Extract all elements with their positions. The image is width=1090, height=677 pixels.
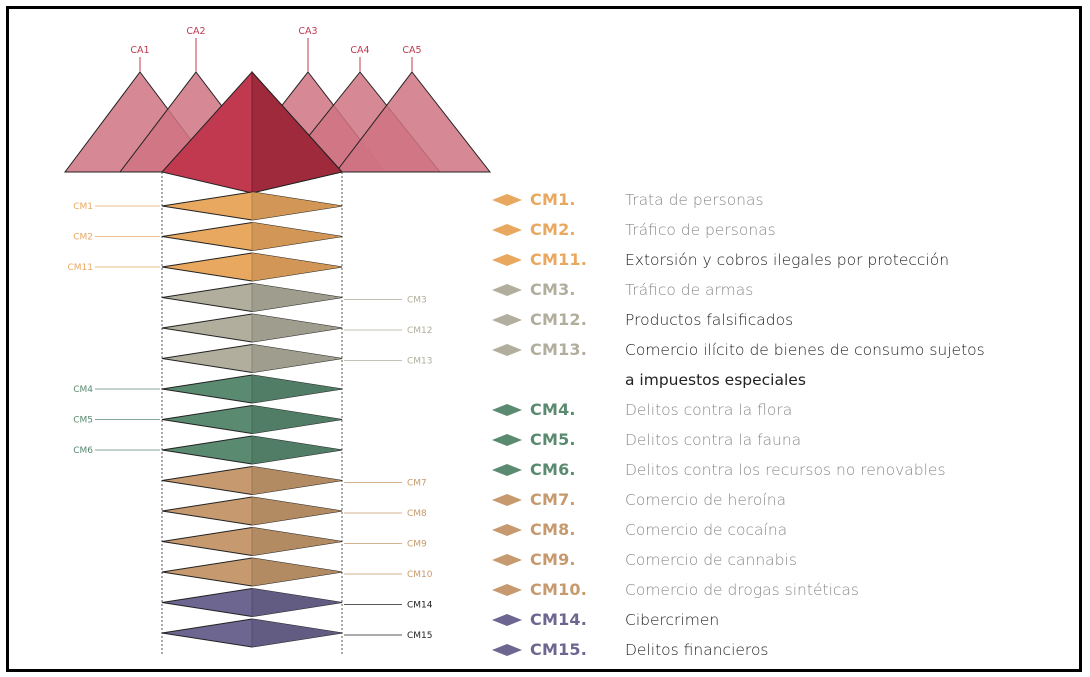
side-label-cm9: CM9: [407, 540, 427, 550]
legend-diamond-icon: [492, 614, 522, 626]
legend-diamond-icon: [492, 554, 522, 566]
legend-diamond-icon: [492, 194, 522, 206]
legend-description: Comercio de cannabis: [625, 551, 797, 569]
legend-diamond-icon: [492, 524, 522, 536]
layer-shade-cm7: [252, 466, 342, 495]
legend-description: Delitos contra los recursos no renovable…: [625, 461, 946, 479]
legend-code: CM12.: [530, 310, 588, 329]
side-label-cm11: CM11: [67, 263, 93, 273]
legend-code: CM3.: [530, 280, 576, 299]
layer-shade-cm5: [252, 405, 342, 434]
legend-diamond-icon: [492, 254, 522, 266]
side-label-cm13: CM13: [407, 357, 433, 367]
legend-description: Comercio de drogas sintéticas: [625, 581, 859, 599]
layer-shade-cm15: [252, 619, 342, 647]
side-label-cm3: CM3: [407, 296, 427, 306]
legend-code: CM15.: [530, 640, 588, 659]
ca-label-4: CA4: [350, 45, 369, 56]
legend-description: Delitos contra la flora: [625, 401, 793, 419]
layer-shade-cm8: [252, 497, 342, 525]
layer-shade-cm6: [252, 436, 342, 464]
layer-shade-cm1: [252, 192, 342, 220]
legend-code: CM5.: [530, 430, 576, 449]
ca-label-1: CA1: [130, 45, 149, 56]
legend-description: Extorsión y cobros ilegales por protecci…: [625, 251, 950, 269]
legend-code: CM8.: [530, 520, 576, 539]
layer-shade-cm4: [252, 375, 342, 403]
ca-label-2: CA2: [186, 26, 205, 37]
ca-label-5: CA5: [402, 45, 421, 56]
layer-shade-cm3: [252, 283, 342, 312]
legend-description: Delitos financieros: [625, 641, 769, 659]
layer-shade-cm13: [252, 344, 342, 373]
legend-description: Cibercrimen: [625, 611, 720, 629]
legend-diamond-icon: [492, 494, 522, 506]
triangle-ca5: [334, 71, 492, 173]
legend-code: CM13.: [530, 340, 588, 359]
ca-label-3: CA3: [298, 26, 317, 37]
layer-shade-cm10: [252, 558, 342, 586]
layer-shade-cm12: [252, 314, 342, 342]
legend-diamond-icon: [492, 344, 522, 356]
legend-code: CM14.: [530, 610, 588, 629]
legend-description: Productos falsificados: [625, 311, 794, 329]
side-label-cm1: CM1: [73, 202, 93, 212]
legend-diamond-icon: [492, 434, 522, 446]
legend-description: Tráfico de armas: [625, 281, 754, 299]
legend-code: CM7.: [530, 490, 576, 509]
legend-diamond-icon: [492, 644, 522, 656]
legend-code: CM10.: [530, 580, 588, 599]
legend-code: CM11.: [530, 250, 588, 269]
layer-shade-cm11: [252, 253, 342, 281]
legend-code: CM9.: [530, 550, 576, 569]
side-label-cm12: CM12: [407, 326, 433, 336]
side-label-cm14: CM14: [407, 601, 433, 611]
legend-description: Trata de personas: [625, 191, 764, 209]
legend-diamond-icon: [492, 224, 522, 236]
legend-code: CM1.: [530, 190, 576, 209]
legend-code: CM6.: [530, 460, 576, 479]
layer-shade-cm14: [252, 588, 342, 617]
legend-diamond-icon: [492, 464, 522, 476]
legend-code: CM4.: [530, 400, 576, 419]
legend-diamond-icon: [492, 284, 522, 296]
layer-shade-cm2: [252, 222, 342, 251]
side-label-cm6: CM6: [73, 446, 93, 456]
legend-code: CM2.: [530, 220, 576, 239]
side-label-cm15: CM15: [407, 631, 433, 641]
side-label-cm2: CM2: [73, 233, 93, 243]
side-label-cm5: CM5: [73, 416, 93, 426]
legend-description: Tráfico de personas: [625, 221, 776, 239]
legend-description-continued: a impuestos especiales: [625, 371, 806, 389]
side-label-cm7: CM7: [407, 479, 427, 489]
legend-diamond-icon: [492, 584, 522, 596]
legend-description: Comercio de cocaína: [625, 521, 788, 539]
legend-description: Comercio ilícito de bienes de consumo su…: [625, 341, 985, 359]
legend-description: Comercio de heroína: [625, 491, 787, 509]
side-label-cm4: CM4: [73, 385, 93, 395]
side-label-cm10: CM10: [407, 570, 433, 580]
side-label-cm8: CM8: [407, 509, 427, 519]
legend-description: Delitos contra la fauna: [625, 431, 802, 449]
legend-diamond-icon: [492, 404, 522, 416]
legend-diamond-icon: [492, 314, 522, 326]
layer-shade-cm9: [252, 527, 342, 556]
